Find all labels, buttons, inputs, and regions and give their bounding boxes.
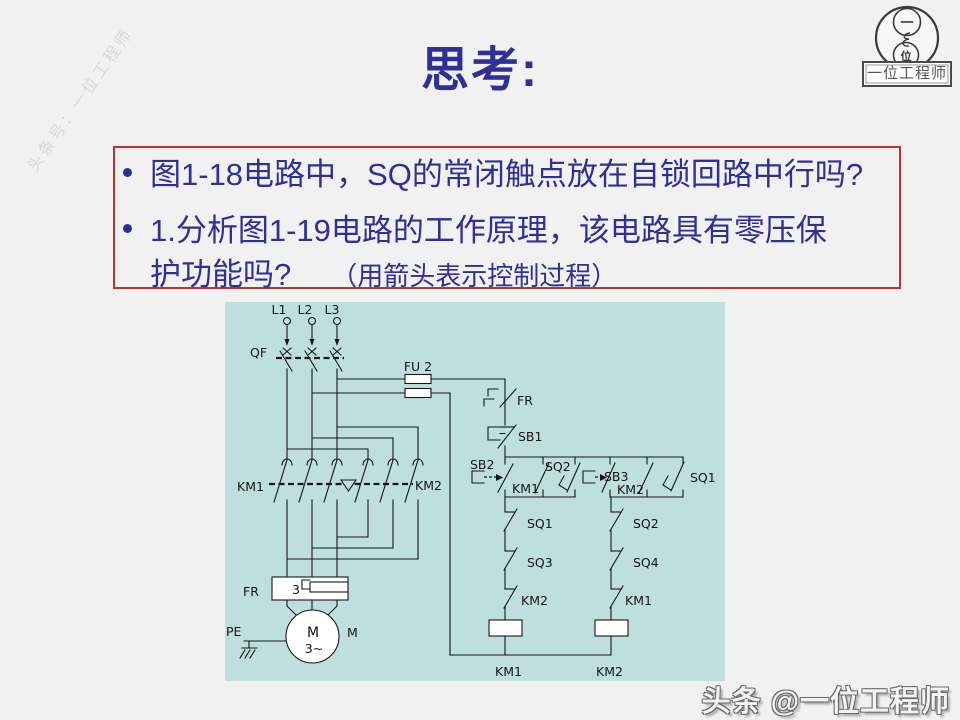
motor: M 3~ M — [285, 599, 358, 664]
question-2-line2-text: 护功能吗? — [150, 257, 292, 292]
label-fr-contact: FR — [517, 393, 533, 408]
km2-selfhold-contact: KM2 — [617, 456, 654, 498]
label-km2-coil: KM2 — [596, 664, 623, 679]
qf-breaker: QF — [250, 345, 344, 459]
control-fr-contact: FR — [483, 378, 533, 426]
logo-bottom-char: 位 — [901, 49, 912, 63]
label-heater-count: 3 — [292, 582, 300, 597]
sb1-stop-button: SB1 — [487, 424, 542, 465]
label-km1-nc: KM1 — [625, 593, 652, 608]
fr-overload-heater: 3 FR — [243, 576, 349, 601]
question-box-border — [113, 146, 901, 289]
sq2-limit-contact-no: SQ2 — [545, 456, 581, 498]
page-title: 思考: — [421, 44, 539, 97]
label-fr-heater: FR — [243, 584, 259, 599]
sq1-limit-contact-no: SQ1 — [662, 456, 716, 498]
label-pe: PE — [226, 624, 242, 639]
label-sb1: SB1 — [518, 429, 542, 444]
label-l3: L3 — [325, 302, 340, 317]
logo-banner: 一位工程师 — [862, 61, 952, 87]
label-km1-coil: KM1 — [495, 664, 522, 679]
footer-watermark: 头条 @一位工程师 — [701, 686, 950, 718]
label-motor-ref: M — [347, 625, 358, 640]
label-sq2-no: SQ2 — [545, 459, 571, 474]
control-rails — [449, 456, 684, 656]
label-sb2: SB2 — [470, 457, 494, 472]
phase-terminals: L1 L2 L3 — [272, 302, 342, 346]
reversing-crossover-wires — [286, 499, 419, 578]
question-2-note: （用箭头表示控制过程） — [331, 261, 618, 291]
logo-emblem: 一 位 — [874, 5, 940, 71]
bullet-dot — [123, 224, 132, 233]
sb2-start-button: SB2 — [470, 457, 514, 498]
fu2-fuses: FU 2 — [311, 359, 506, 656]
km2-coil — [594, 619, 629, 637]
circuit-diagram-panel: L1 L2 L3 QF — [225, 302, 725, 681]
label-km2-main: KM2 — [415, 478, 442, 493]
label-km2-nc: KM2 — [521, 593, 548, 608]
forward-branch-series: SQ1 SQ3 KM2 KM1 — [488, 496, 553, 679]
label-fu2: FU 2 — [404, 359, 432, 374]
motor-letter: M — [307, 625, 319, 641]
km1-km2-main-contacts: KM1 KM2 — [237, 426, 442, 503]
label-sq1-no: SQ1 — [690, 470, 716, 485]
motor-phases: 3~ — [305, 641, 323, 656]
logo-squiggle — [902, 32, 911, 47]
question-2-line1: 1.分析图1-19电路的工作原理，该电路具有零压保 — [150, 213, 827, 248]
label-sq2-nc: SQ2 — [633, 516, 659, 531]
logo-top-circle — [892, 7, 922, 37]
km1-selfhold-contact: KM1 — [512, 456, 550, 498]
sb3-start-button: SB3 — [582, 456, 628, 498]
bullet-dot — [123, 168, 132, 177]
label-sq4-nc: SQ4 — [633, 555, 659, 570]
label-sq3-nc: SQ3 — [527, 555, 553, 570]
question-2-line2: 护功能吗? （用箭头表示控制过程） — [150, 257, 617, 293]
logo-top-char: 一 — [900, 16, 913, 31]
label-sb3: SB3 — [604, 469, 628, 484]
pe-ground: PE — [226, 624, 287, 659]
label-km2-aux: KM2 — [617, 482, 644, 497]
logo: 一 位 一位工程师 — [860, 2, 956, 92]
label-l1: L1 — [272, 302, 287, 317]
label-km1-main: KM1 — [237, 479, 264, 494]
label-l2: L2 — [298, 302, 313, 317]
label-sq1-nc: SQ1 — [527, 516, 553, 531]
circuit-diagram: L1 L2 L3 QF — [226, 302, 716, 679]
label-qf: QF — [250, 345, 267, 360]
label-km1-aux: KM1 — [512, 481, 539, 496]
reverse-branch-series: SQ2 SQ4 KM1 KM2 — [594, 496, 659, 679]
question-1: 图1-18电路中，SQ的常闭触点放在自锁回路中行吗? — [150, 157, 864, 192]
km1-coil — [488, 619, 523, 637]
